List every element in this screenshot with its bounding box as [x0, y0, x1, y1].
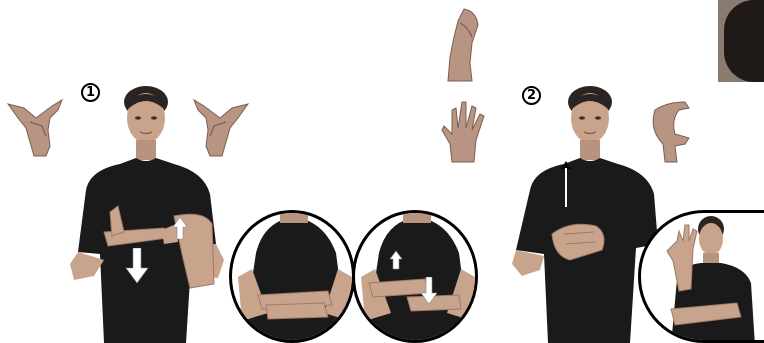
cropped-photo-edge	[718, 0, 764, 82]
arrow-down-icon	[420, 277, 438, 305]
detail-circle-hands-together	[229, 210, 355, 343]
flat-o-handshape-icon	[442, 7, 486, 82]
detail-circle-hands-moving	[352, 210, 478, 343]
arrow-up-icon	[389, 250, 403, 270]
arrow-up-icon	[172, 216, 188, 240]
y-handshape-left-icon	[6, 96, 66, 158]
open-5-handshape-icon	[438, 100, 494, 164]
arrow-up-thin-icon	[560, 160, 572, 208]
signer-figure-step1	[64, 84, 232, 343]
detail-circle-arm-raised	[638, 210, 764, 343]
arrow-down-icon	[125, 248, 149, 284]
